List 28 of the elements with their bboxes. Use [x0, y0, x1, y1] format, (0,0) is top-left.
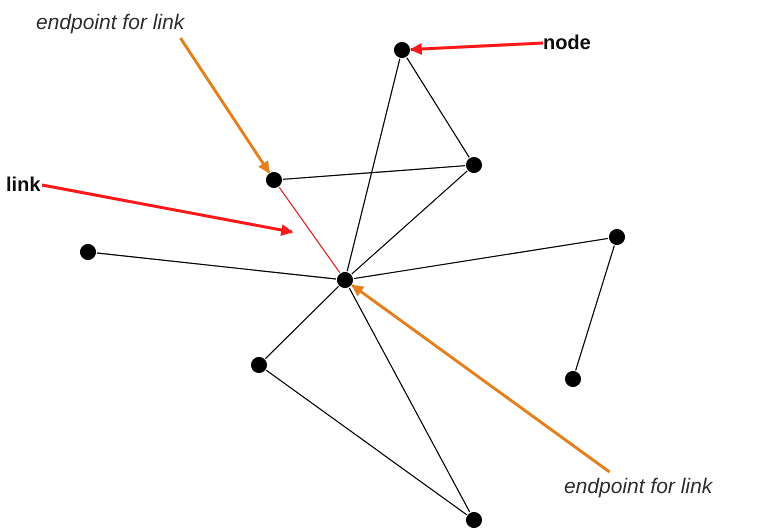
link-line — [354, 238, 608, 280]
leader-arrow — [351, 284, 610, 474]
callout-text: link — [6, 171, 42, 199]
callout-text: endpoint for link — [36, 8, 188, 38]
link-line — [406, 57, 470, 158]
leader-arrow — [410, 42, 544, 55]
link-line — [96, 252, 336, 280]
node-dot — [609, 229, 625, 245]
node-dot — [394, 42, 410, 58]
link-line — [282, 165, 466, 180]
node-dot — [80, 244, 96, 260]
node-dot — [251, 357, 267, 373]
leader-arrow — [179, 37, 270, 174]
callout-text: node — [543, 29, 593, 57]
link-line — [348, 288, 470, 512]
link-line — [266, 370, 468, 516]
node-dot — [565, 371, 581, 387]
callout-text: endpoint for link — [564, 472, 716, 502]
link-line — [278, 187, 340, 273]
node-dot — [266, 172, 282, 188]
link-line — [264, 286, 340, 360]
node-dot — [337, 272, 353, 288]
link-line — [351, 170, 468, 274]
node-dot — [466, 157, 482, 173]
link-line — [575, 245, 615, 371]
link-line — [346, 58, 400, 272]
leader-arrow — [42, 184, 294, 236]
node-dot — [466, 512, 482, 528]
